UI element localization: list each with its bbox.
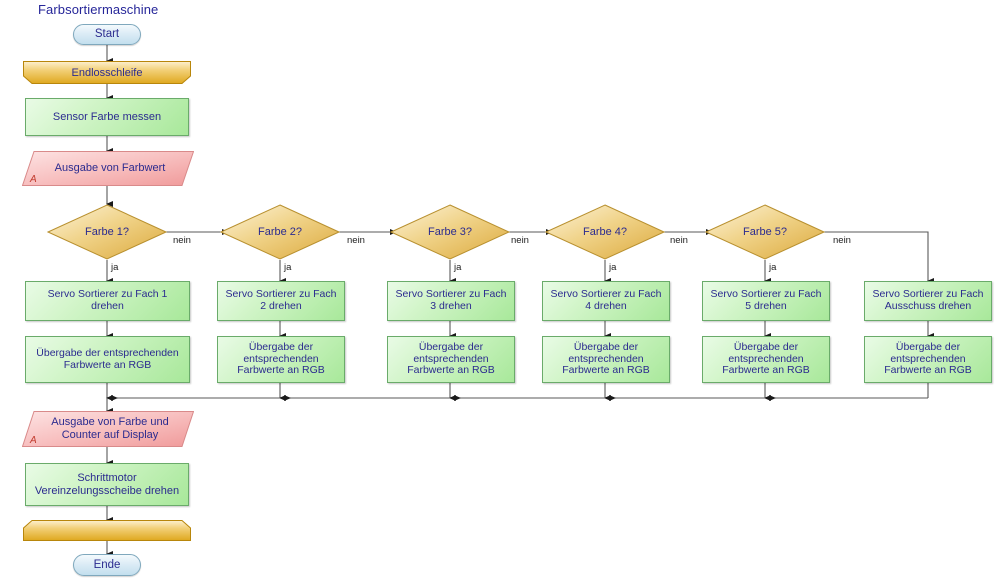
decision-farbe-5-label: Farbe 5? — [742, 226, 788, 238]
node-sensor-measure[interactable]: Sensor Farbe messen — [25, 98, 189, 136]
node-end-label: Ende — [93, 558, 121, 571]
node-servo-3-label: Servo Sortierer zu Fach 3 drehen — [395, 288, 507, 312]
node-rgb-5-label: Übergabe der entsprechenden Farbwerte an… — [722, 340, 810, 377]
edge-label-ja-3: ja — [454, 262, 462, 273]
decision-farbe-1[interactable]: Farbe 1? — [47, 204, 167, 260]
node-rgb-3[interactable]: Übergabe der entsprechenden Farbwerte an… — [387, 336, 515, 383]
decision-farbe-2-label: Farbe 2? — [257, 226, 303, 238]
node-servo-1[interactable]: Servo Sortierer zu Fach 1 drehen — [25, 281, 190, 321]
decision-farbe-4[interactable]: Farbe 4? — [545, 204, 665, 260]
decision-farbe-5[interactable]: Farbe 5? — [705, 204, 825, 260]
node-rgb-ausschuss[interactable]: Übergabe der entsprechenden Farbwerte an… — [864, 336, 992, 383]
node-servo-3[interactable]: Servo Sortierer zu Fach 3 drehen — [387, 281, 515, 321]
decision-farbe-3-label: Farbe 3? — [427, 226, 473, 238]
edge-label-nein-2: nein — [347, 235, 365, 246]
decision-farbe-2[interactable]: Farbe 2? — [220, 204, 340, 260]
node-servo-ausschuss-label: Servo Sortierer zu Fach Ausschuss drehen — [872, 288, 984, 312]
node-rgb-1[interactable]: Übergabe der entsprechenden Farbwerte an… — [25, 336, 190, 383]
node-start[interactable]: Start — [73, 24, 141, 45]
node-output-color-marker: A — [30, 174, 37, 185]
node-servo-4[interactable]: Servo Sortierer zu Fach 4 drehen — [542, 281, 670, 321]
edge-label-nein-4: nein — [670, 235, 688, 246]
node-rgb-4[interactable]: Übergabe der entsprechenden Farbwerte an… — [542, 336, 670, 383]
node-rgb-3-label: Übergabe der entsprechenden Farbwerte an… — [407, 340, 495, 377]
node-servo-2[interactable]: Servo Sortierer zu Fach 2 drehen — [217, 281, 345, 321]
edge-label-ja-2: ja — [284, 262, 292, 273]
edge-label-nein-5: nein — [833, 235, 851, 246]
node-output-color[interactable]: Ausgabe von Farbwert A — [22, 151, 194, 186]
node-rgb-4-label: Übergabe der entsprechenden Farbwerte an… — [562, 340, 650, 377]
node-stepper-motor[interactable]: Schrittmotor Vereinzelungsscheibe drehen — [25, 463, 189, 506]
node-output-display-marker: A — [30, 435, 37, 446]
node-rgb-2[interactable]: Übergabe der entsprechenden Farbwerte an… — [217, 336, 345, 383]
edge-label-nein-3: nein — [511, 235, 529, 246]
node-servo-4-label: Servo Sortierer zu Fach 4 drehen — [550, 288, 662, 312]
node-servo-5-label: Servo Sortierer zu Fach 5 drehen — [710, 288, 822, 312]
edge-label-nein-1: nein — [173, 235, 191, 246]
node-rgb-1-label: Übergabe der entsprechenden Farbwerte an… — [36, 346, 179, 371]
decision-farbe-4-label: Farbe 4? — [582, 226, 628, 238]
node-loop-start-label: Endlosschleife — [71, 66, 143, 79]
node-servo-ausschuss[interactable]: Servo Sortierer zu Fach Ausschuss drehen — [864, 281, 992, 321]
edge-label-ja-5: ja — [769, 262, 777, 273]
edge-label-ja-1: ja — [111, 262, 119, 273]
node-start-label: Start — [94, 28, 120, 41]
node-servo-1-label: Servo Sortierer zu Fach 1 drehen — [47, 288, 168, 312]
page-title: Farbsortiermaschine — [38, 2, 159, 17]
node-output-color-label: Ausgabe von Farbwert — [54, 162, 166, 175]
edge-label-ja-4: ja — [609, 262, 617, 273]
node-output-display[interactable]: Ausgabe von Farbe und Counter auf Displa… — [22, 411, 194, 447]
node-rgb-5[interactable]: Übergabe der entsprechenden Farbwerte an… — [702, 336, 830, 383]
node-rgb-ausschuss-label: Übergabe der entsprechenden Farbwerte an… — [884, 340, 972, 377]
node-loop-end[interactable] — [23, 520, 191, 541]
node-output-display-label: Ausgabe von Farbe und Counter auf Displa… — [51, 416, 169, 441]
node-sensor-measure-label: Sensor Farbe messen — [52, 110, 162, 123]
decision-farbe-1-label: Farbe 1? — [84, 226, 130, 238]
node-loop-end-label — [23, 520, 191, 541]
node-servo-2-label: Servo Sortierer zu Fach 2 drehen — [225, 288, 337, 312]
node-end[interactable]: Ende — [73, 554, 141, 576]
decision-farbe-3[interactable]: Farbe 3? — [390, 204, 510, 260]
node-rgb-2-label: Übergabe der entsprechenden Farbwerte an… — [237, 340, 325, 377]
node-servo-5[interactable]: Servo Sortierer zu Fach 5 drehen — [702, 281, 830, 321]
node-stepper-motor-label: Schrittmotor Vereinzelungsscheibe drehen — [34, 472, 180, 497]
node-loop-start[interactable]: Endlosschleife — [23, 61, 191, 84]
